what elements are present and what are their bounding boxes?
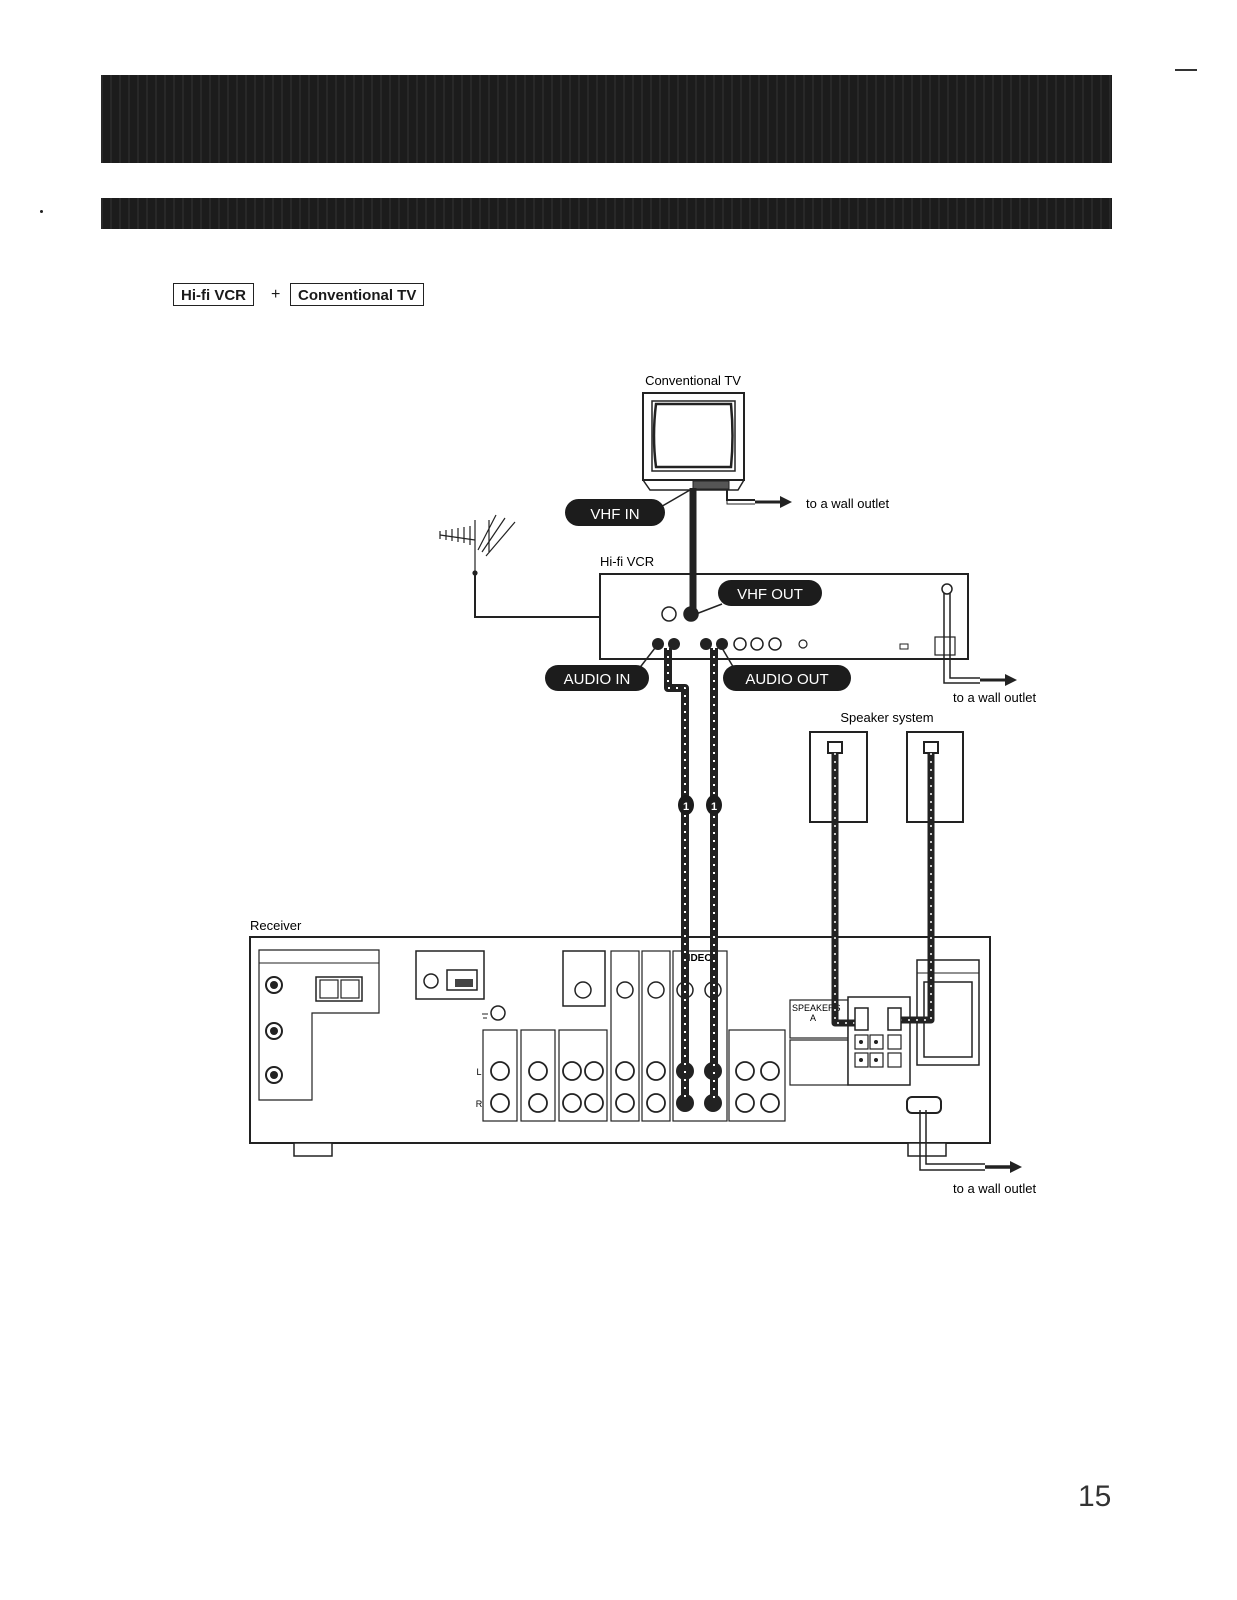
margin-mark	[1175, 69, 1197, 71]
speaker-system-label: Speaker system	[840, 710, 933, 725]
channel-left-label: L	[476, 1067, 481, 1077]
video-panel-label: VIDEO	[681, 953, 712, 964]
header-bar	[101, 75, 1112, 163]
vcr-outlet-label: to a wall outlet	[953, 690, 1036, 705]
tv-power-cord	[726, 490, 792, 508]
receiver-outlet-label: to a wall outlet	[953, 1181, 1036, 1196]
combo-label-tv: Conventional TV	[290, 283, 425, 306]
audio-cable-left	[664, 648, 689, 1103]
audio-in-label: AUDIO IN	[564, 671, 631, 688]
receiver-label: Receiver	[250, 918, 302, 933]
vcr-label: Hi-fi VCR	[600, 554, 654, 569]
conventional-tv	[642, 392, 745, 491]
speaker-right	[906, 731, 964, 823]
receiver-power-cord	[919, 1110, 1022, 1173]
receiver	[249, 936, 991, 1157]
subheader-bar	[101, 198, 1112, 229]
antenna-icon	[439, 514, 516, 576]
speaker-terminal-connectors	[854, 1007, 902, 1031]
speaker-cable-right	[894, 753, 935, 1024]
vcr-power-cord	[941, 583, 1017, 686]
audio-out-callout: AUDIO OUT	[721, 647, 851, 691]
vhf-out-callout: VHF OUT	[695, 580, 822, 615]
cable-number-marker-1: 1	[678, 795, 694, 815]
tv-label: Conventional TV	[645, 373, 741, 388]
speakers-panel-a-label: A	[810, 1013, 816, 1023]
cable-number-1: 1	[683, 801, 689, 813]
combo-label-vcr: Hi-fi VCR	[173, 283, 254, 306]
audio-out-label: AUDIO OUT	[745, 671, 828, 688]
speaker-cable-left	[831, 753, 861, 1027]
speakers-panel-label: SPEAKERS	[792, 1003, 841, 1013]
antenna-cable	[474, 575, 600, 618]
page-number: 15	[1078, 1480, 1112, 1513]
tv-outlet-label: to a wall outlet	[806, 496, 889, 511]
margin-dot	[40, 210, 43, 213]
channel-right-label: R	[476, 1099, 483, 1109]
cable-number-marker-2: 1	[706, 795, 722, 815]
vhf-in-callout: VHF IN	[565, 489, 691, 526]
cable-number-2: 1	[711, 801, 717, 813]
vhf-in-label: VHF IN	[590, 506, 639, 523]
vhf-out-label: VHF OUT	[737, 586, 803, 603]
combo-plus: +	[271, 286, 281, 303]
audio-in-callout: AUDIO IN	[545, 647, 656, 691]
